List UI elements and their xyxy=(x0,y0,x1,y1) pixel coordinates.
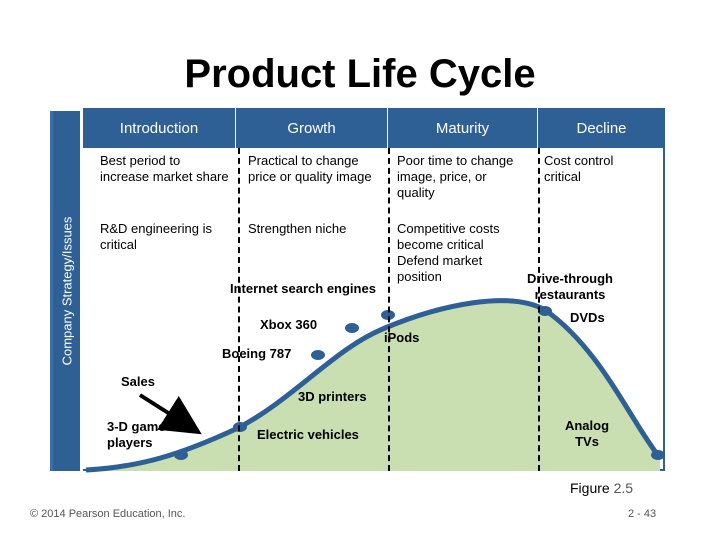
label-game-players: 3-D game players xyxy=(107,419,166,450)
label-analog-tvs: Analog TVs xyxy=(564,418,610,449)
stage-maturity: Maturity xyxy=(388,108,538,148)
label-dvds: DVDs xyxy=(570,310,605,325)
stage-header-bar: Introduction Growth Maturity Decline xyxy=(83,108,665,148)
label-drive-through: Drive-through restaurants xyxy=(527,271,613,302)
curve-marker-7 xyxy=(651,450,665,460)
label-sales: Sales xyxy=(121,374,155,389)
sales-curve-line xyxy=(85,298,662,473)
stage-decline: Decline xyxy=(538,108,665,148)
side-label: Company Strategy/Issues xyxy=(50,111,80,471)
label-internet-search: Internet search engines xyxy=(230,281,376,296)
issue-intro-2: R&D engineering is critical xyxy=(100,221,213,252)
label-3d-printers: 3D printers xyxy=(298,389,367,404)
issue-growth-2: Strengthen niche xyxy=(248,221,347,236)
page-title: Product Life Cycle xyxy=(184,52,536,96)
figure-number: 2.5 xyxy=(613,480,634,496)
issue-maturity-1: Poor time to change image, price, or qua… xyxy=(397,153,514,200)
issue-decline-1: Cost control critical xyxy=(544,153,614,184)
figure-caption: Figure 2.5 xyxy=(570,480,633,496)
stage-growth: Growth xyxy=(236,108,388,148)
label-ipods: iPods xyxy=(384,330,420,345)
issue-intro-1: Best period to increase market share xyxy=(100,153,229,184)
sales-arrow xyxy=(138,393,202,435)
curve-marker-3 xyxy=(311,350,325,360)
page-number: 2 - 43 xyxy=(628,508,657,520)
figure-label: Figure xyxy=(570,480,610,496)
curve-marker-2 xyxy=(233,422,247,432)
copyright-notice: © 2014 Pearson Education, Inc. xyxy=(30,508,186,520)
stage-divider-2 xyxy=(388,148,390,471)
stage-divider-1 xyxy=(238,148,240,471)
stage-divider-3 xyxy=(538,148,540,471)
stage-introduction: Introduction xyxy=(83,108,236,148)
label-electric-vehicles: Electric vehicles xyxy=(257,427,359,442)
curve-marker-1 xyxy=(174,450,188,460)
issue-maturity-2: Competitive costs become critical Defend… xyxy=(397,221,500,284)
label-xbox: Xbox 360 xyxy=(260,317,318,332)
issue-growth-1: Practical to change price or quality ima… xyxy=(248,153,372,184)
curve-fill-area xyxy=(86,300,660,471)
curve-marker-6 xyxy=(538,306,552,316)
curve-marker-4 xyxy=(345,323,359,333)
label-boeing: Boeing 787 xyxy=(222,346,292,361)
